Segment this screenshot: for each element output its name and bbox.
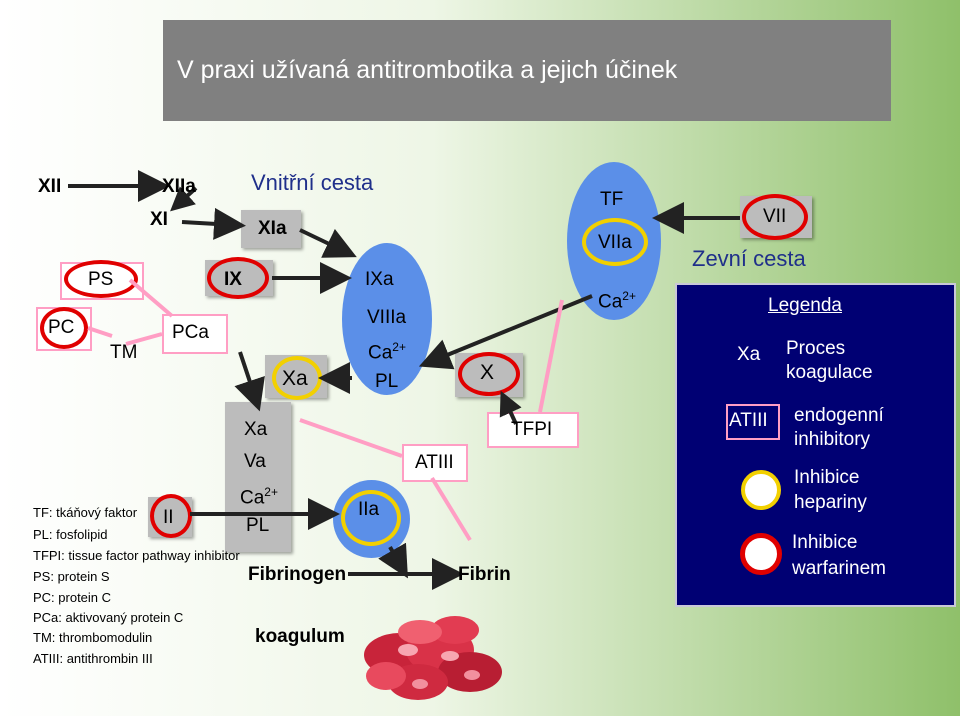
- node-pc: PC: [48, 317, 75, 338]
- arrow-extrinsic-x: [418, 294, 593, 370]
- intrinsic-pathway-label: Vnitřní cesta: [251, 170, 374, 195]
- node-xa-prothrombinase: Xa: [244, 419, 268, 440]
- legend-warfarin-text-2: warfarinem: [792, 558, 886, 579]
- legend-heparin-text-2: hepariny: [794, 492, 867, 513]
- node-tf: TF: [600, 189, 624, 210]
- arrow-xi-xia: [181, 207, 246, 240]
- node-pl-pro: PL: [246, 515, 270, 536]
- node-ca-ixa: Ca2+: [368, 340, 406, 364]
- title-bar: [163, 20, 891, 121]
- legend-panel: [675, 283, 956, 607]
- legend-warfarin-text-1: Inhibice: [792, 532, 858, 553]
- inhib-pc-tm: [87, 326, 113, 338]
- warfarin-ring-ps: [64, 260, 138, 298]
- legend-atiii-text-2: inhibitory: [794, 429, 871, 450]
- inhib-tm-pca: [125, 332, 163, 346]
- node-ca-pro: Ca2+: [240, 485, 278, 509]
- inhib-atiii-xa: [299, 418, 403, 458]
- node-x: X: [480, 361, 495, 384]
- node-koagulum: koagulum: [255, 626, 345, 647]
- legend-heparin-text-1: Inhibice: [794, 467, 860, 488]
- heparin-ring-viia: [582, 218, 648, 266]
- extrinsic-pathway-label: Zevní cesta: [692, 246, 806, 271]
- abbreviation-item: TM: thrombomodulin: [33, 630, 153, 645]
- abbreviation-item: ATIII: antithrombin III: [33, 651, 153, 666]
- abbreviation-item: TF: tkáňový faktor: [33, 505, 138, 520]
- arrow-xiia-xi: [170, 186, 198, 212]
- node-fibrinogen: Fibrinogen: [248, 564, 347, 585]
- legend-title: Legenda: [768, 295, 842, 316]
- legend-xa-symbol: Xa: [737, 344, 761, 365]
- node-iia: IIa: [358, 499, 380, 520]
- box-prothrombinase: [225, 402, 291, 552]
- page-title: V praxi užívaná antitrombotika a jejich …: [177, 56, 678, 84]
- node-pl-ixa: PL: [375, 371, 399, 392]
- arrow-xa-down: [234, 351, 265, 412]
- node-atiii: ATIII: [415, 452, 454, 473]
- legend-atiii-symbol: ATIII: [729, 410, 768, 431]
- inhib-atiii: [430, 476, 472, 542]
- node-fibrin: Fibrin: [458, 564, 511, 585]
- node-xi: XI: [150, 209, 168, 230]
- legend-heparin-ring: [741, 470, 781, 510]
- node-vii: VII: [763, 206, 787, 227]
- arrow-iia-fibrin: [378, 542, 408, 579]
- koagulum-cells-image: [364, 616, 502, 700]
- node-xa-box: Xa: [282, 367, 308, 390]
- abbreviation-item: PS: protein S: [33, 569, 110, 584]
- node-tm: TM: [110, 342, 138, 363]
- abbreviation-item: PCa: aktivovaný protein C: [33, 610, 184, 625]
- node-va: Va: [244, 451, 266, 472]
- box-xia: [241, 210, 301, 248]
- legend-xa-text-1: Proces: [786, 338, 846, 359]
- legend-warfarin-ring: [740, 533, 782, 575]
- warfarin-ring-x: [458, 352, 520, 396]
- box-tfpi: [487, 412, 579, 448]
- arrow-xia-ixa: [299, 228, 357, 258]
- box-atiii: [402, 444, 468, 482]
- node-pca: PCa: [172, 322, 209, 343]
- warfarin-ring-ix: [207, 257, 269, 299]
- node-ca-tf: Ca2+: [598, 289, 636, 313]
- node-ix: IX: [224, 269, 242, 290]
- node-ixa: IXa: [365, 269, 394, 290]
- warfarin-ring-pc: [40, 307, 88, 349]
- node-ii: II: [163, 507, 174, 528]
- warfarin-ring-vii: [742, 194, 808, 240]
- abbreviation-item: PL: fosfolipid: [33, 527, 108, 542]
- legend-atiii-text-1: endogenní: [794, 405, 884, 426]
- node-ps: PS: [88, 269, 114, 290]
- inhib-ps-pca: [128, 278, 174, 318]
- tenase-complex-ellipse: [342, 243, 432, 395]
- legend-xa-text-2: koagulace: [786, 362, 873, 383]
- box-pca: [162, 314, 228, 354]
- heparin-ring-iia: [341, 490, 401, 546]
- node-tfpi: TFPI: [511, 419, 553, 440]
- node-xiia: XIIa: [162, 176, 196, 197]
- arrow-tfpi-x: [499, 390, 522, 425]
- node-viia: VIIa: [598, 232, 632, 253]
- node-xii: XII: [38, 176, 62, 197]
- abbreviation-item: PC: protein C: [33, 590, 112, 605]
- node-xia: XIa: [258, 218, 287, 239]
- inhib-tfpi: [538, 299, 564, 413]
- legend-atiii-box: [726, 404, 780, 440]
- abbreviation-item: TFPI: tissue factor pathway inhibitor: [33, 548, 240, 563]
- node-viiia: VIIIa: [367, 307, 407, 328]
